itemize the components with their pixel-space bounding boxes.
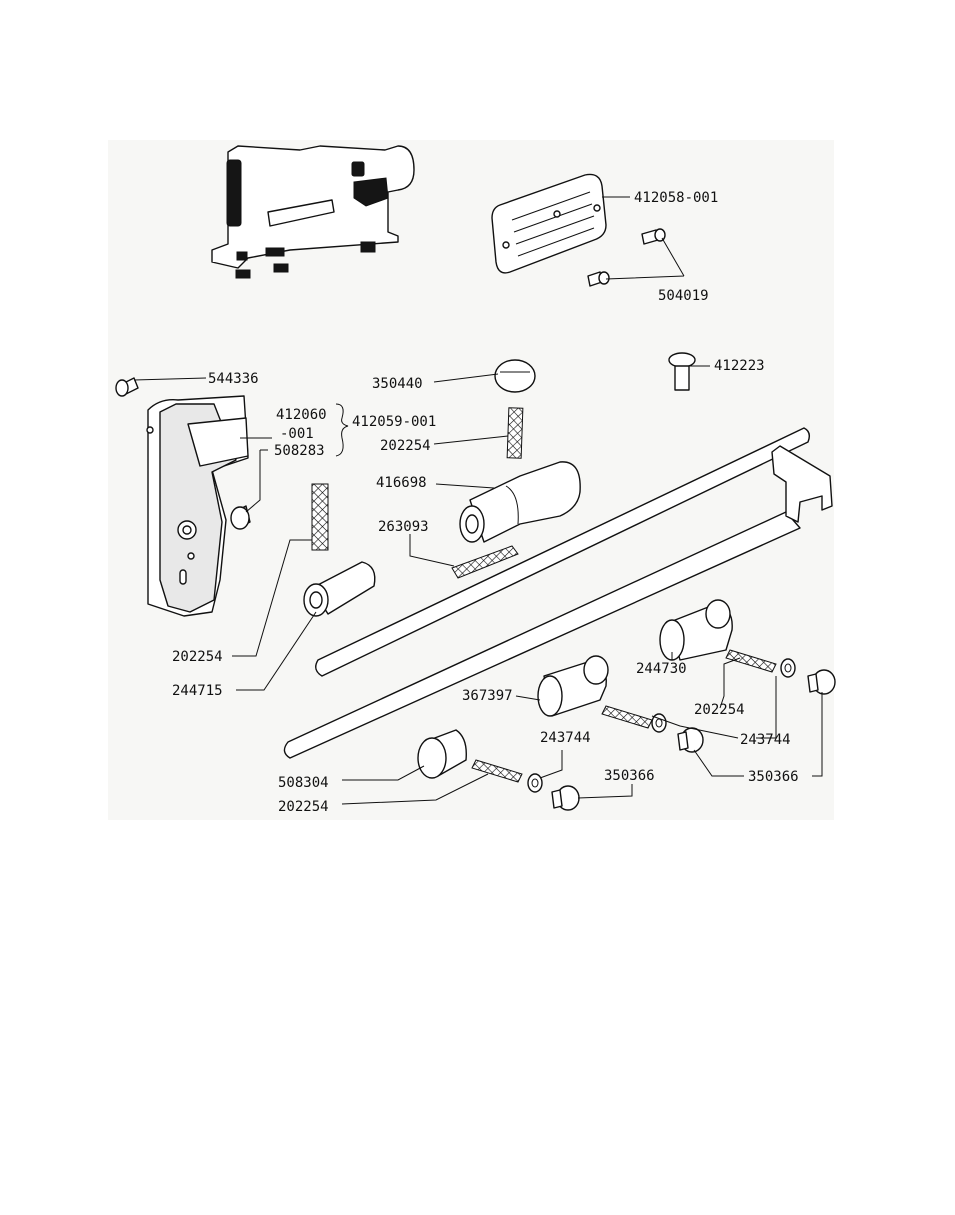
label-412223: 412223 — [714, 358, 765, 374]
label-508304: 508304 — [278, 775, 329, 791]
label-202254-cap: 202254 — [380, 438, 431, 454]
label-412060: 412060 — [276, 407, 327, 423]
label-412058-001: 412058-001 — [634, 190, 718, 206]
label-504019: 504019 — [658, 288, 709, 304]
label-367397: 367397 — [462, 688, 513, 704]
label-350366-b: 350366 — [748, 769, 799, 785]
label-412060-suffix: -001 — [280, 426, 314, 442]
label-243744-b: 243744 — [740, 732, 791, 748]
label-244730: 244730 — [636, 661, 687, 677]
label-263093: 263093 — [378, 519, 429, 535]
label-350440: 350440 — [372, 376, 423, 392]
label-244715: 244715 — [172, 683, 223, 699]
label-412059-001: 412059-001 — [352, 414, 436, 430]
label-416698: 416698 — [376, 475, 427, 491]
label-202254-mid: 202254 — [694, 702, 745, 718]
label-202254-left: 202254 — [172, 649, 223, 665]
label-243744-a: 243744 — [540, 730, 591, 746]
label-508283: 508283 — [274, 443, 325, 459]
label-350366-a: 350366 — [604, 768, 655, 784]
label-202254-bottom: 202254 — [278, 799, 329, 815]
oil-cap-350440 — [495, 360, 535, 392]
label-544336: 544336 — [208, 371, 259, 387]
face-stud-508283 — [231, 506, 250, 529]
